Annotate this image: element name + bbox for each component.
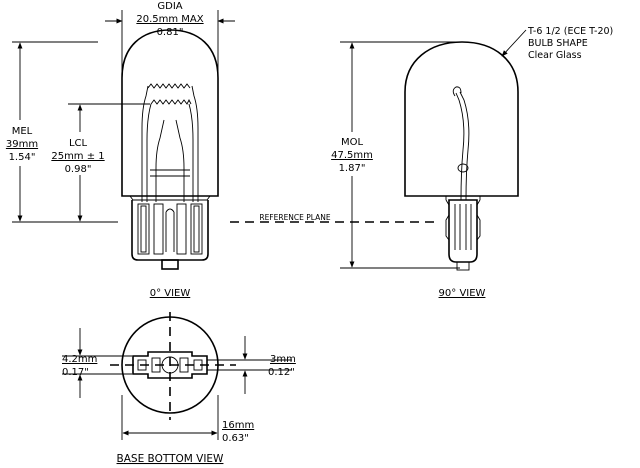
- base-wedge-outline: [132, 351, 208, 379]
- base-bottom-view-label: BASE BOTTOM VIEW: [117, 453, 225, 465]
- mel-label: MEL: [12, 126, 33, 137]
- bulb-0-lead-wires: [141, 85, 199, 202]
- bulb-90-neck: [445, 196, 481, 200]
- bulb-0-base-terminals: [137, 203, 203, 255]
- dim-16-dimension: 16mm 0.63": [121, 395, 254, 444]
- base-bottom-view: [110, 312, 236, 420]
- bulb-shape-callout: T-6 1/2 (ECE T-20) BULB SHAPE Clear Glas…: [501, 26, 613, 61]
- bulb-0-glass-envelope: [121, 29, 219, 197]
- dim-4-2-mm: 4.2mm: [62, 354, 97, 365]
- dim-4-2-inch: 0.17": [62, 367, 89, 378]
- reference-plane-label: REFERENCE PLANE: [259, 213, 331, 222]
- dim-16-mm: 16mm: [222, 420, 254, 431]
- mol-inch-value: 1.87": [339, 163, 366, 174]
- bulb-90-base-tip: [456, 261, 470, 271]
- bulb-shape-line1: T-6 1/2 (ECE T-20): [527, 26, 613, 37]
- bulb-90-lead-wires: [452, 86, 470, 201]
- bulb-0-filament-upper: [147, 83, 191, 89]
- terminal-pad-3: [179, 357, 189, 373]
- mel-dimension: MEL 39mm 1.54": [6, 41, 118, 223]
- reference-plane: REFERENCE PLANE: [230, 213, 436, 223]
- mel-mm-value: 39mm: [6, 139, 38, 150]
- gdia-mm-value: 20.5mm MAX: [136, 14, 203, 25]
- gdia-dimension: GDIA 20.5mm MAX 0.81": [105, 1, 235, 72]
- gdia-label: GDIA: [157, 1, 182, 12]
- bulb-90-base: [448, 199, 478, 263]
- mel-inch-value: 1.54": [9, 152, 36, 163]
- bulb-0-base-tip: [161, 259, 179, 270]
- dim-3-dimension: 3mm 0.12": [207, 336, 296, 394]
- view-90-label: 90° VIEW: [439, 288, 486, 299]
- bulb-0-filament-lower: [150, 98, 192, 105]
- gdia-inch-value: 0.81": [157, 27, 184, 38]
- dim-4-2-dimension: 4.2mm 0.17": [62, 328, 132, 398]
- bulb-90-terminals: [454, 204, 472, 250]
- mol-mm-value: 47.5mm: [331, 150, 373, 161]
- bulb-90-degree-view: [404, 41, 519, 271]
- lcl-dimension: LCL 25mm ± 1 0.98": [51, 103, 150, 222]
- bulb-90-base-ribs: [445, 199, 481, 241]
- base-center-boss: [161, 356, 179, 374]
- view-0-label: 0° VIEW: [150, 288, 191, 299]
- bulb-0-degree-view: [121, 29, 219, 270]
- bulb-90-glass-envelope: [404, 41, 519, 197]
- bulb-shape-line2: BULB SHAPE: [528, 38, 588, 49]
- lcl-label: LCL: [69, 138, 88, 149]
- dim-16-inch: 0.63": [222, 433, 249, 444]
- bulb-shape-line3: Clear Glass: [528, 50, 582, 61]
- terminal-pad-2: [151, 357, 161, 373]
- mol-dimension: MOL 47.5mm 1.87": [331, 41, 460, 269]
- dim-3-inch: 0.12": [268, 367, 295, 378]
- dim-3-mm: 3mm: [270, 354, 296, 365]
- terminal-pad-4: [193, 359, 203, 371]
- lcl-mm-value: 25mm ± 1: [51, 151, 104, 162]
- terminal-pad-1: [137, 359, 147, 371]
- bulb-0-neck: [129, 195, 211, 201]
- lcl-inch-value: 0.98": [65, 164, 92, 175]
- mol-label: MOL: [341, 137, 363, 148]
